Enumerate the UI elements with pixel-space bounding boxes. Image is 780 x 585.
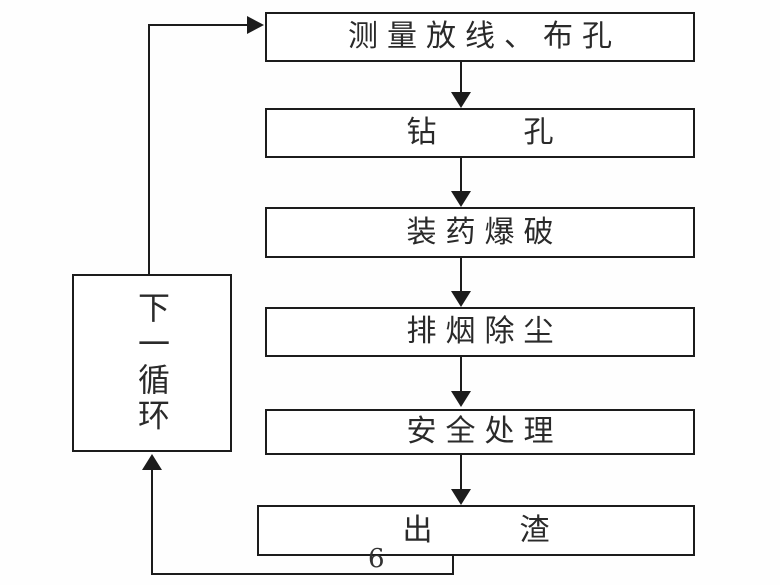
loop-line-top-vertical	[148, 24, 150, 274]
loop-line-bottom-vertical	[151, 470, 153, 575]
arrow-down-icon	[451, 191, 471, 207]
loop-line-bottom-stub	[452, 556, 454, 575]
arrow-down-icon	[451, 291, 471, 307]
connector-line-2	[460, 158, 462, 193]
flow-loop-label: 下一循环	[133, 291, 171, 435]
flow-step-label: 测量放线、布孔	[348, 19, 621, 54]
flow-step-label: 排烟除尘	[406, 314, 563, 349]
flow-step-label: 装药爆破	[406, 214, 563, 250]
loop-line-top-horizontal	[148, 24, 249, 26]
arrow-down-icon	[451, 92, 471, 108]
arrow-up-icon	[142, 454, 162, 470]
flow-step-label: 钻 孔	[406, 115, 563, 150]
connector-line-1	[460, 62, 462, 94]
arrow-right-icon	[247, 16, 264, 34]
arrow-down-icon	[451, 391, 471, 407]
flow-step-box-survey-layout: 测量放线、布孔	[265, 12, 695, 62]
connector-line-3	[460, 258, 462, 293]
flow-loop-box-next-cycle: 下一循环	[72, 274, 232, 452]
flow-step-label: 出 渣	[402, 512, 559, 548]
flow-step-box-mucking: 出 渣	[257, 505, 695, 556]
flow-step-label: 安全处理	[406, 414, 563, 449]
flow-step-box-drilling: 钻 孔	[265, 108, 695, 158]
connector-line-4	[460, 357, 462, 393]
flow-step-box-smoke-dust-removal: 排烟除尘	[265, 307, 695, 357]
flow-step-box-charging-blasting: 装药爆破	[265, 207, 695, 258]
connector-line-5	[460, 455, 462, 491]
loop-line-bottom-horizontal	[151, 573, 454, 575]
flow-step-box-safety-treatment: 安全处理	[265, 409, 695, 455]
arrow-down-icon	[451, 489, 471, 505]
page-number: 6	[368, 544, 385, 574]
